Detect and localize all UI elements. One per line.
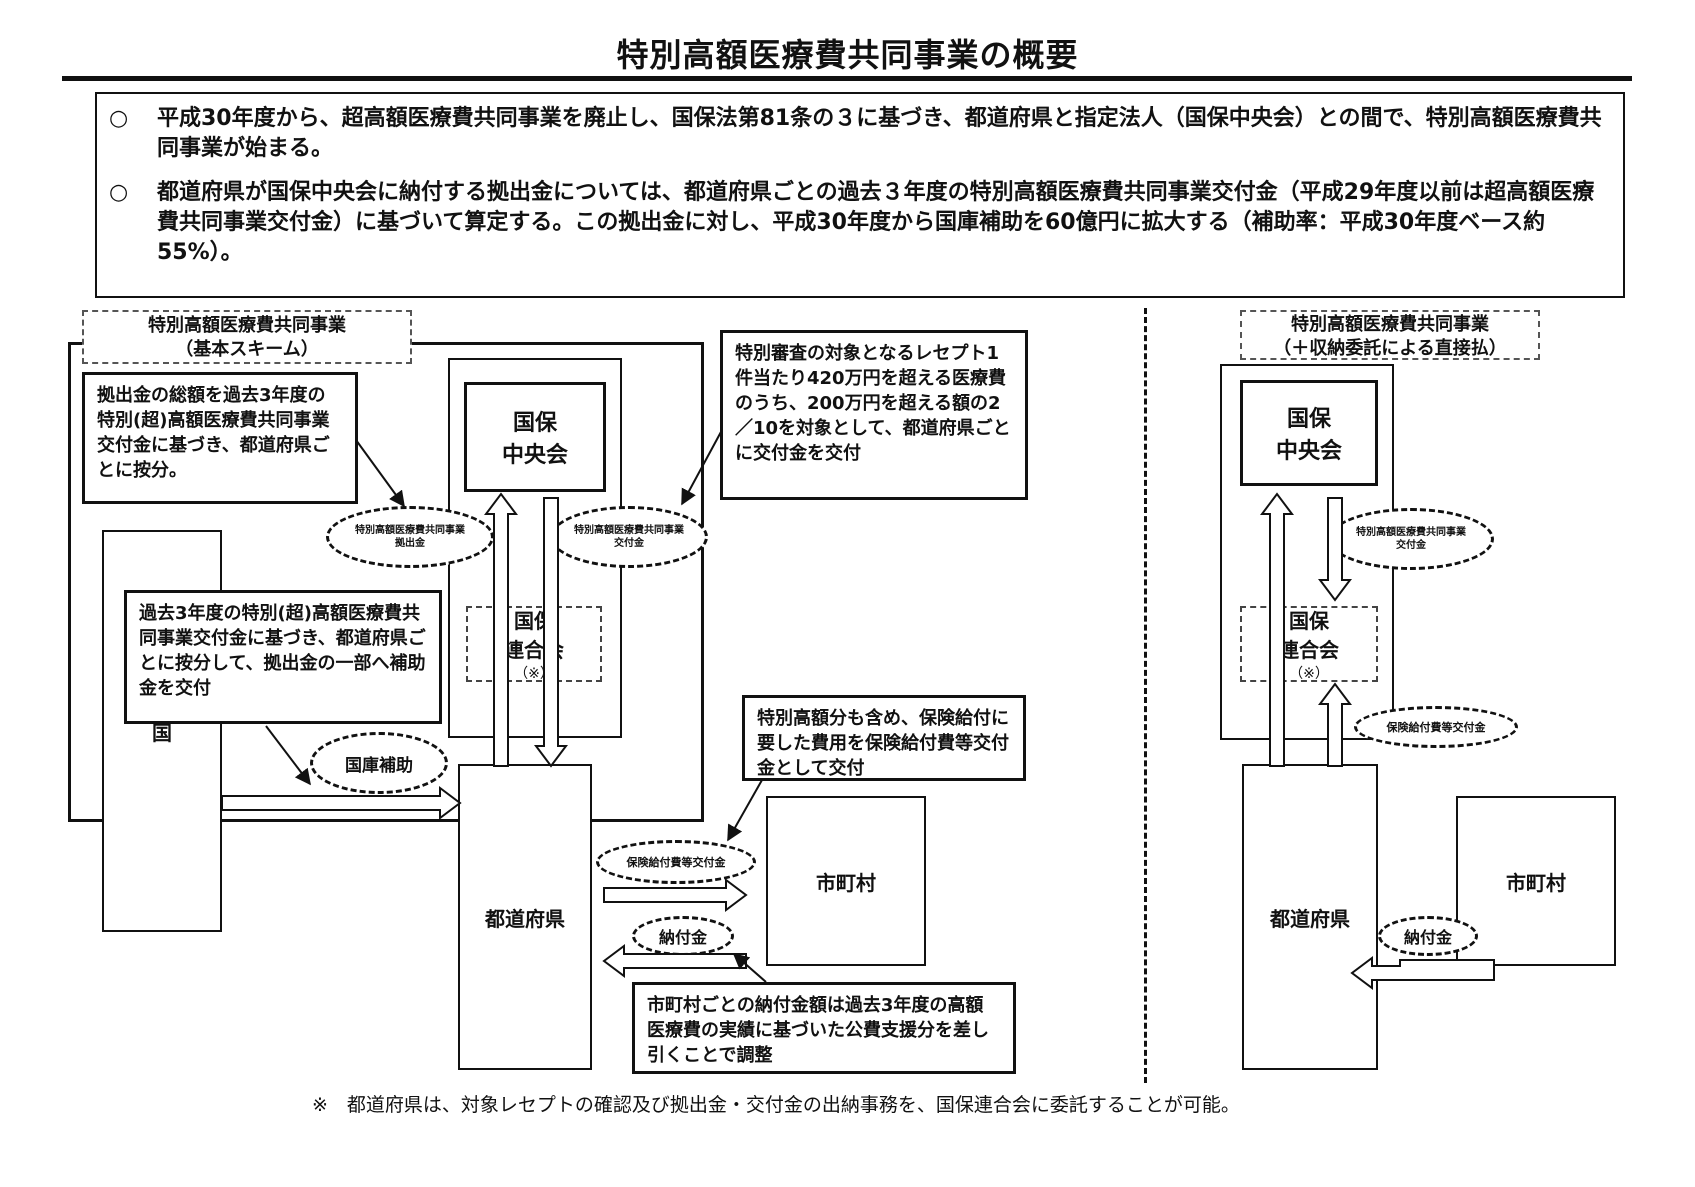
page-title: 特別高額医療費共同事業の概要 bbox=[616, 36, 1079, 74]
oval-hoken: 保険給付費等交付金 bbox=[596, 840, 756, 884]
bullet-circle-icon: ○ bbox=[109, 180, 129, 205]
callout-kyoshutsu-arrow bbox=[355, 439, 405, 508]
note-hoken: 特別高額分も含め、保険給付に要した費用を保険給付費等交付金として交付 bbox=[742, 695, 1026, 781]
basic-scheme-title: 特別高額医療費共同事業 （基本スキーム） bbox=[82, 310, 412, 364]
callout-hoken-arrow bbox=[727, 779, 763, 842]
arrow-nofukin-left bbox=[602, 944, 747, 978]
direct-rengokai-box: 国保 連合会 （※） bbox=[1240, 606, 1378, 682]
shichoson-box: 市町村 bbox=[766, 796, 926, 966]
direct-oval-nofukin-label: 納付金 bbox=[1403, 928, 1452, 947]
arrow-kofukin-down bbox=[534, 497, 568, 768]
note-kyoshutsu: 拠出金の総額を過去3年度の特別(超)高額医療費共同事業交付金に基づき、都道府県ご… bbox=[82, 372, 358, 504]
arrow-kokko-right bbox=[221, 786, 462, 820]
direct-todofuken-label: 都道府県 bbox=[1270, 906, 1350, 931]
arrow-hoken-right bbox=[603, 878, 748, 912]
oval-kyoshutsukin: 特別高額医療費共同事業 拠出金 bbox=[326, 506, 494, 568]
oval-kyoshutsukin-label: 特別高額医療費共同事業 拠出金 bbox=[355, 525, 465, 549]
title-underline bbox=[62, 76, 1632, 81]
direct-shichoson-label: 市町村 bbox=[1506, 870, 1566, 895]
intro-text-1: 平成30年度から、超高額医療費共同事業を廃止し、国保法第81条の３に基づき、都道… bbox=[157, 106, 1602, 161]
oval-kokko-label: 国庫補助 bbox=[345, 755, 413, 776]
direct-oval-nofukin: 納付金 bbox=[1378, 916, 1478, 956]
direct-arrow-up-left bbox=[1260, 492, 1294, 767]
note-nofu: 市町村ごとの納付金額は過去3年度の高額医療費の実績に基づいた公費支援分を差し引く… bbox=[632, 982, 1016, 1074]
kuni-label: 国 bbox=[152, 720, 172, 745]
direct-oval-hoken-label: 保険給付費等交付金 bbox=[1386, 721, 1486, 734]
section-divider bbox=[1144, 308, 1147, 1083]
intro-text-2: 都道府県が国保中央会に納付する拠出金については、都道府県ごとの過去３年度の特別高… bbox=[157, 180, 1595, 265]
oval-nofukin-label: 納付金 bbox=[658, 928, 707, 947]
direct-kokuho-chuokai-label: 国保 中央会 bbox=[1275, 407, 1342, 464]
callout-nofu-arrow bbox=[732, 952, 767, 983]
note-kokko: 過去3年度の特別(超)高額医療費共同事業交付金に基づき、都道府県ごとに按分して、… bbox=[124, 590, 442, 724]
note-kofu: 特別審査の対象となるレセプト1件当たり420万円を超える医療費のうち、200万円… bbox=[720, 330, 1028, 500]
oval-kokko: 国庫補助 bbox=[310, 732, 448, 794]
direct-rengokai-label: 国保 連合会 bbox=[1279, 609, 1339, 662]
bullet-circle-icon: ○ bbox=[109, 106, 129, 131]
oval-kofukin-label: 特別高額医療費共同事業 交付金 bbox=[574, 525, 684, 549]
footer-note: ※ 都道府県は、対象レセプトの確認及び拠出金・交付金の出納事務を、国保連合会に委… bbox=[312, 1094, 1240, 1116]
oval-hoken-label: 保険給付費等交付金 bbox=[626, 856, 726, 869]
rengokai-box: 国保 連合会 （※） bbox=[466, 606, 602, 682]
callout-kofu-arrow bbox=[681, 429, 723, 506]
intro-item-1: ○ 平成30年度から、超高額医療費共同事業を廃止し、国保法第81条の３に基づき、… bbox=[109, 104, 1611, 164]
direct-rengokai-note: （※） bbox=[1289, 666, 1329, 682]
direct-arrow-down-kofukin bbox=[1318, 497, 1352, 602]
arrow-kyoshutsukin-up bbox=[484, 492, 518, 767]
direct-oval-kofukin-label: 特別高額医療費共同事業 交付金 bbox=[1356, 527, 1466, 551]
oval-kofukin: 特別高額医療費共同事業 交付金 bbox=[550, 506, 708, 568]
direct-todofuken-box: 都道府県 bbox=[1242, 764, 1378, 1070]
direct-oval-kofukin: 特別高額医療費共同事業 交付金 bbox=[1328, 508, 1494, 570]
direct-arrow-nofukin-left bbox=[1350, 956, 1495, 990]
kokuho-chuokai-box: 国保 中央会 bbox=[464, 382, 606, 492]
shichoson-label: 市町村 bbox=[816, 870, 876, 895]
direct-shichoson-box: 市町村 bbox=[1456, 796, 1616, 966]
direct-scheme-title: 特別高額医療費共同事業 （＋収納委託による直接払） bbox=[1240, 310, 1540, 360]
intro-item-2: ○ 都道府県が国保中央会に納付する拠出金については、都道府県ごとの過去３年度の特… bbox=[109, 178, 1611, 268]
todofuken-box: 都道府県 bbox=[458, 764, 592, 1070]
direct-arrow-up-hoken bbox=[1318, 682, 1352, 767]
todofuken-label: 都道府県 bbox=[485, 906, 565, 931]
direct-kokuho-chuokai-box: 国保 中央会 bbox=[1240, 380, 1378, 486]
direct-oval-hoken: 保険給付費等交付金 bbox=[1354, 706, 1518, 748]
callout-kokko-arrow bbox=[265, 725, 311, 786]
kokuho-chuokai-label: 国保 中央会 bbox=[501, 411, 568, 468]
intro-box: ○ 平成30年度から、超高額医療費共同事業を廃止し、国保法第81条の３に基づき、… bbox=[95, 92, 1625, 298]
